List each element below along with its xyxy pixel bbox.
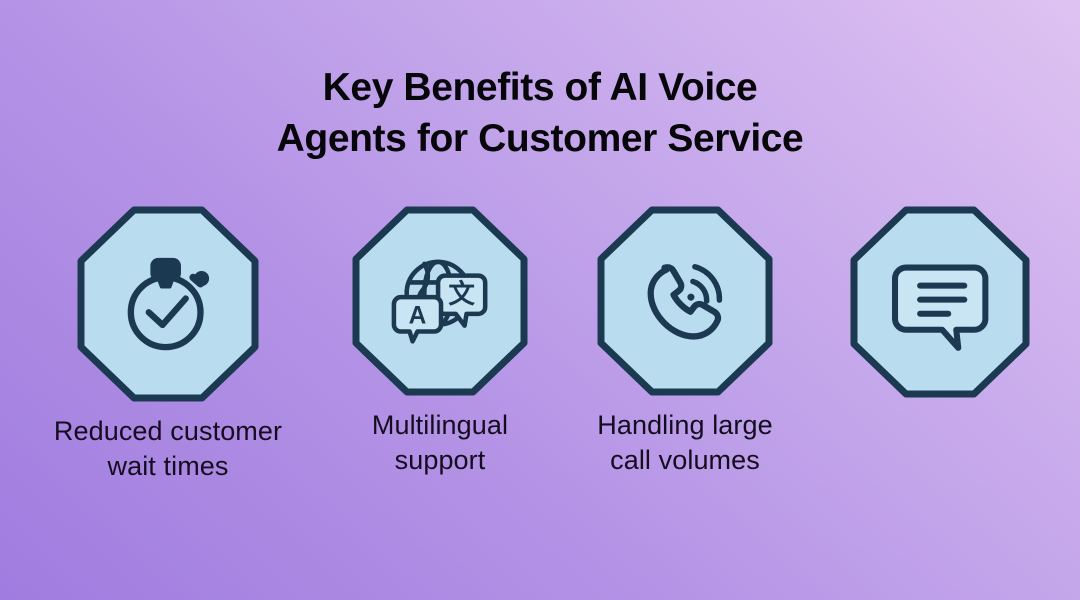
page-title-line-1: Key Benefits of AI Voice (322, 66, 758, 109)
bubble-letter-cjk: 文 (448, 279, 475, 310)
benefit-badge (597, 206, 773, 396)
benefit-badge (850, 206, 1030, 398)
benefit-item-multilingual-support[interactable]: 文 A Multilingual support (330, 206, 550, 478)
stopwatch-check-icon (77, 206, 259, 402)
benefits-row: Reduced customer wait times (0, 206, 1080, 481)
benefit-caption-line-1: Multilingual (371, 410, 509, 440)
benefit-caption: Reduced customer wait times (14, 414, 322, 484)
page-title: Key Benefits of AI Voice Agents for Cust… (0, 62, 1080, 164)
benefit-caption-line-2: support (394, 445, 486, 475)
bubble-letter-latin: A (409, 303, 427, 330)
benefit-item-reduced-wait-times[interactable]: Reduced customer wait times (14, 206, 322, 484)
chat-bubble-lines-icon (850, 206, 1030, 398)
benefit-caption-line-1: Reduced customer (53, 416, 283, 446)
benefit-item-handling-call-volumes[interactable]: Handling large call volumes (568, 206, 802, 478)
octagon-badge-shape (77, 206, 259, 402)
phone-call-waves-icon (597, 206, 773, 396)
benefit-badge (77, 206, 259, 402)
page-title-line-2: Agents for Customer Service (276, 117, 804, 160)
globe-translate-speech-bubbles-icon: 文 A (352, 206, 528, 396)
benefit-caption-line-2: wait times (107, 451, 229, 481)
benefit-badge: 文 A (352, 206, 528, 396)
benefit-caption: Multilingual support (330, 408, 550, 478)
benefit-caption: Handling large call volumes (568, 408, 802, 478)
benefit-item-chat-messaging[interactable] (822, 206, 1058, 398)
benefit-caption-line-2: call volumes (610, 445, 760, 475)
octagon-badge-shape (597, 206, 773, 396)
benefit-caption-line-1: Handling large (597, 410, 773, 440)
